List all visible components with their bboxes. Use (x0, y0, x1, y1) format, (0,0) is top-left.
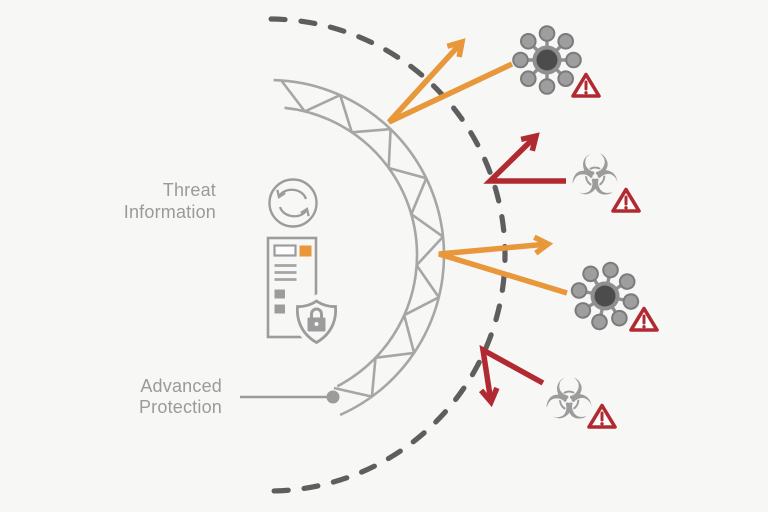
advanced-protection-line2: Protection (138, 397, 222, 417)
document-title-box (273, 244, 297, 257)
sync-arrow-bottom (278, 206, 310, 218)
document-block (274, 304, 285, 314)
warning-icon (629, 306, 659, 332)
threat-information-line2: Information (123, 202, 216, 222)
advanced-protection-callout (240, 390, 340, 404)
biohazard-icon: ☣ (544, 368, 594, 433)
threat-information-label: Threat Information (124, 179, 216, 223)
shield-lock-icon (291, 294, 342, 349)
threat-information-line1: Threat (162, 180, 216, 200)
warning-icon (571, 72, 601, 98)
lock-keyhole (314, 322, 319, 326)
blocked-arrow-red-upper (483, 132, 566, 184)
sync-arrow-top (276, 188, 308, 200)
malware-icon (512, 25, 582, 95)
document-block (274, 289, 285, 299)
sync-icon-ring (268, 178, 318, 228)
callout-dot (326, 390, 340, 404)
defense-wall-truss (273, 78, 446, 417)
sync-icon (268, 178, 318, 228)
advanced-protection-line1: Advanced (140, 376, 222, 396)
deflected-arrow-orange-middle (438, 234, 568, 296)
perimeter-dashed-arc (264, 16, 508, 494)
malware-icon (570, 261, 640, 331)
blocked-arrow-red-lower (479, 344, 545, 408)
deflected-arrow-orange-top (386, 38, 514, 125)
advanced-protection-label: Advanced Protection (139, 376, 222, 418)
lock-shackle (310, 307, 323, 318)
document-orange-badge (299, 245, 312, 257)
biohazard-icon: ☣ (570, 144, 620, 209)
